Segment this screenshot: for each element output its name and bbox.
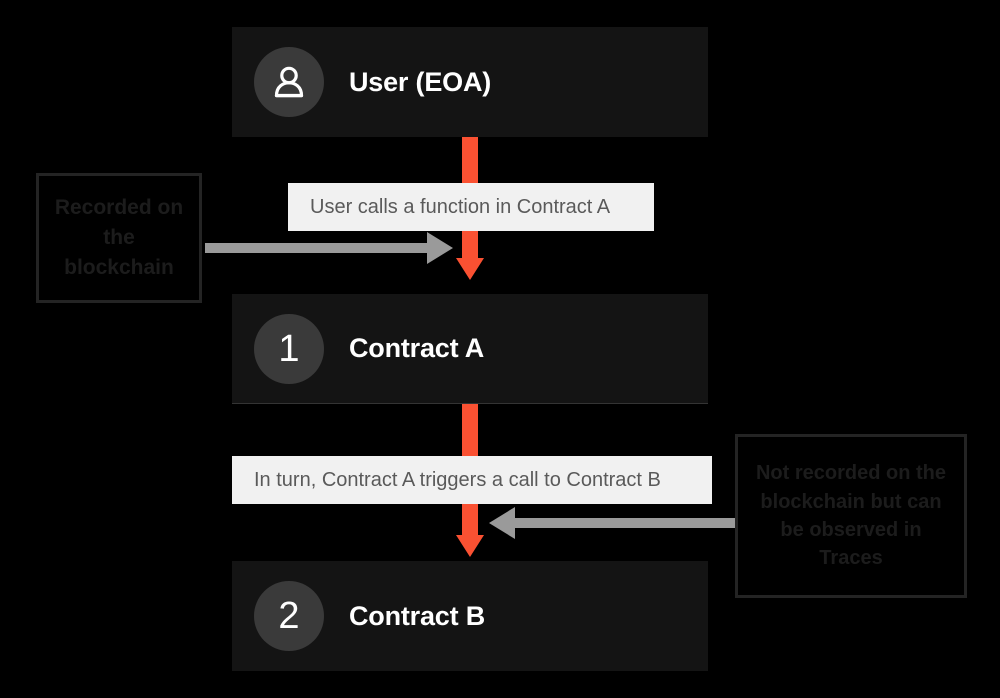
node-user-eoa: User (EOA) <box>232 27 708 137</box>
node-contract-b: 2 Contract B <box>232 561 708 671</box>
caption-user-calls-function: User calls a function in Contract A <box>288 183 654 231</box>
annotation-recorded-on-blockchain: Recorded on the blockchain <box>36 173 202 303</box>
caption-text: In turn, Contract A triggers a call to C… <box>254 468 661 491</box>
arrow-shaft <box>513 518 737 528</box>
arrowhead-left-icon <box>489 507 515 539</box>
arrowhead-right-icon <box>427 232 453 264</box>
node-label: Contract A <box>349 333 485 363</box>
annotation-text: Not recorded on the blockchain but can b… <box>755 462 946 570</box>
step-number-badge: 1 <box>254 313 324 384</box>
caption-text: User calls a function in Contract A <box>310 195 611 218</box>
node-label: Contract B <box>349 600 486 631</box>
node-contract-a: 1 Contract A <box>232 294 708 404</box>
person-icon <box>254 47 324 117</box>
pointer-arrow-right-annotation <box>489 507 737 539</box>
node-label: User (EOA) <box>349 66 492 97</box>
arrowhead-down-icon <box>456 258 484 280</box>
arrow-shaft <box>205 243 429 253</box>
step-number-badge: 2 <box>254 581 324 651</box>
annotation-text: Recorded on the blockchain <box>54 196 184 279</box>
annotation-not-recorded-on-blockchain: Not recorded on the blockchain but can b… <box>735 434 967 598</box>
pointer-arrow-left-annotation <box>205 232 453 264</box>
caption-contract-a-triggers-call: In turn, Contract A triggers a call to C… <box>232 456 712 504</box>
arrowhead-down-icon <box>456 535 484 557</box>
